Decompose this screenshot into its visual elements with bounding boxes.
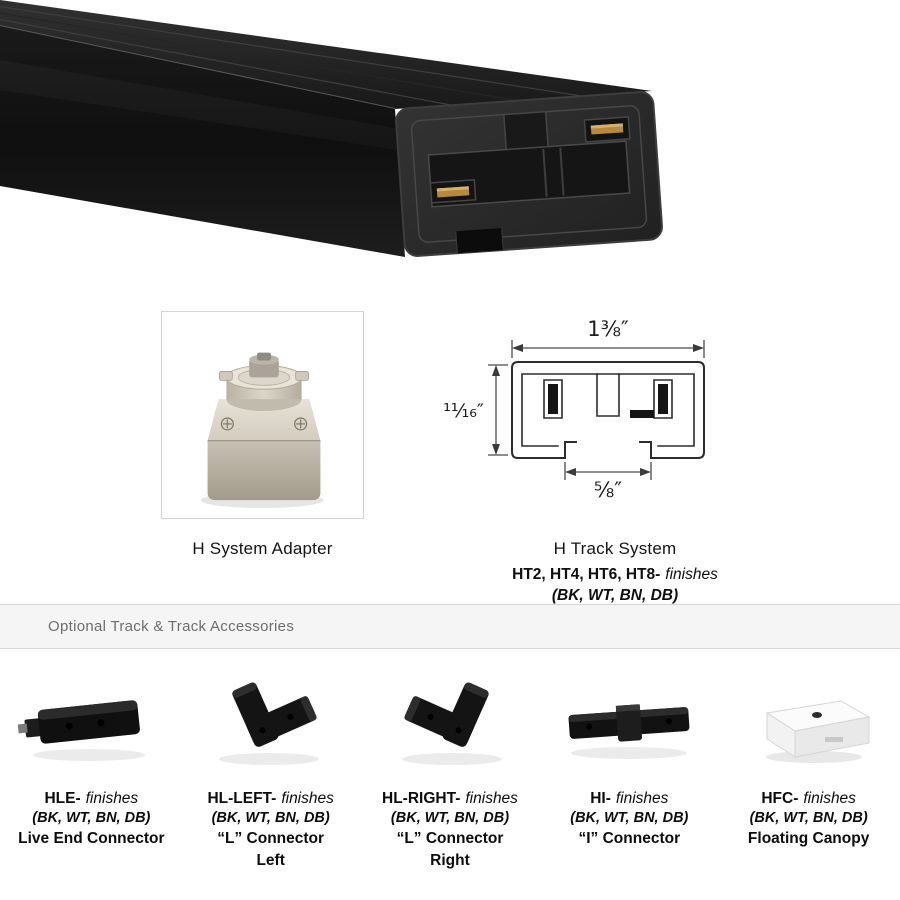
finishes-word: finishes xyxy=(803,790,856,807)
finishes-word: finishes xyxy=(465,790,518,807)
accessory-code: HL-RIGHT- xyxy=(382,790,461,807)
accessory-code: HL-LEFT- xyxy=(207,790,277,807)
accessory-item-hfc: HFC-finishes (BK, WT, BN, DB) Floating C… xyxy=(721,662,897,870)
accessory-code: HLE- xyxy=(44,790,81,807)
accessory-name-line: “L” Connector xyxy=(217,830,325,847)
accessory-item-hle: HLE-finishes (BK, WT, BN, DB) Live End C… xyxy=(3,662,179,870)
track-finish-options: (BK, WT, BN, DB) xyxy=(551,587,679,604)
accessory-caption: HL-RIGHT-finishes (BK, WT, BN, DB) “L” C… xyxy=(362,790,538,870)
accessory-name-line: Left xyxy=(256,852,285,869)
track-model-codes: HT2, HT4, HT6, HT8- xyxy=(512,566,661,583)
accessory-item-hl-left: HL-LEFT-finishes (BK, WT, BN, DB) “L” Co… xyxy=(183,662,359,870)
accessory-finishes: (BK, WT, BN, DB) xyxy=(570,810,689,826)
h-system-adapter-photo xyxy=(200,352,324,509)
accessory-finishes: (BK, WT, BN, DB) xyxy=(32,810,151,826)
finishes-word: finishes xyxy=(85,790,139,807)
accessory-finishes: (BK, WT, BN, DB) xyxy=(749,810,868,826)
adapter-photo-frame xyxy=(161,311,364,519)
adapter-screws xyxy=(220,417,308,431)
finishes-word: finishes xyxy=(281,790,334,807)
diagram-conductors xyxy=(548,384,668,418)
accessory-caption: HI-finishes (BK, WT, BN, DB) “I” Connect… xyxy=(541,790,717,848)
accessories-row: HLE-finishes (BK, WT, BN, DB) Live End C… xyxy=(0,662,900,870)
live-end-connector-photo xyxy=(3,662,179,790)
accessory-code: HFC- xyxy=(761,790,799,807)
accessory-caption: HL-LEFT-finishes (BK, WT, BN, DB) “L” Co… xyxy=(183,790,359,870)
track-rail-photo xyxy=(0,0,663,257)
accessories-section-title: Optional Track & Track Accessories xyxy=(48,618,295,635)
track-system-title: H Track System xyxy=(553,539,677,558)
accessory-code: HI- xyxy=(590,790,611,807)
i-connector-photo xyxy=(541,662,717,790)
accessory-caption: HFC-finishes (BK, WT, BN, DB) Floating C… xyxy=(721,790,897,848)
accessory-item-hi: HI-finishes (BK, WT, BN, DB) “I” Connect… xyxy=(541,662,717,870)
track-caption-block: H Track System HT2, HT4, HT6, HT8-finish… xyxy=(453,539,777,605)
track-cross-section-diagram: 1⅜″ ¹¹⁄₁₆″ ⅝″ xyxy=(443,318,705,502)
accessories-section-divider: Optional Track & Track Accessories xyxy=(0,604,900,649)
l-connector-left-photo xyxy=(183,662,359,790)
accessory-name-line: Live End Connector xyxy=(18,830,165,847)
track-end-cross-section xyxy=(395,91,663,257)
dim-width-label: 1⅜″ xyxy=(587,318,629,341)
floating-canopy-photo xyxy=(721,662,897,790)
accessory-finishes: (BK, WT, BN, DB) xyxy=(211,810,330,826)
accessory-caption: HLE-finishes (BK, WT, BN, DB) Live End C… xyxy=(3,790,179,848)
finishes-word: finishes xyxy=(615,790,669,807)
accessory-name-line: Right xyxy=(430,852,470,869)
accessory-name-line: “I” Connector xyxy=(578,830,681,847)
finishes-word: finishes xyxy=(665,566,718,583)
dim-slot-label: ⅝″ xyxy=(594,478,622,502)
accessory-finishes: (BK, WT, BN, DB) xyxy=(390,810,510,826)
accessory-name-line: Floating Canopy xyxy=(747,830,870,847)
accessory-name-line: “L” Connector xyxy=(396,830,504,847)
accessory-item-hl-right: HL-RIGHT-finishes (BK, WT, BN, DB) “L” C… xyxy=(362,662,538,870)
l-connector-right-photo xyxy=(362,662,538,790)
track-models-line: HT2, HT4, HT6, HT8-finishes xyxy=(453,566,777,584)
dimension-lines xyxy=(488,340,705,480)
adapter-caption: H System Adapter xyxy=(192,539,333,558)
dim-height-label: ¹¹⁄₁₆″ xyxy=(443,400,484,422)
copper-conductors xyxy=(429,116,631,204)
